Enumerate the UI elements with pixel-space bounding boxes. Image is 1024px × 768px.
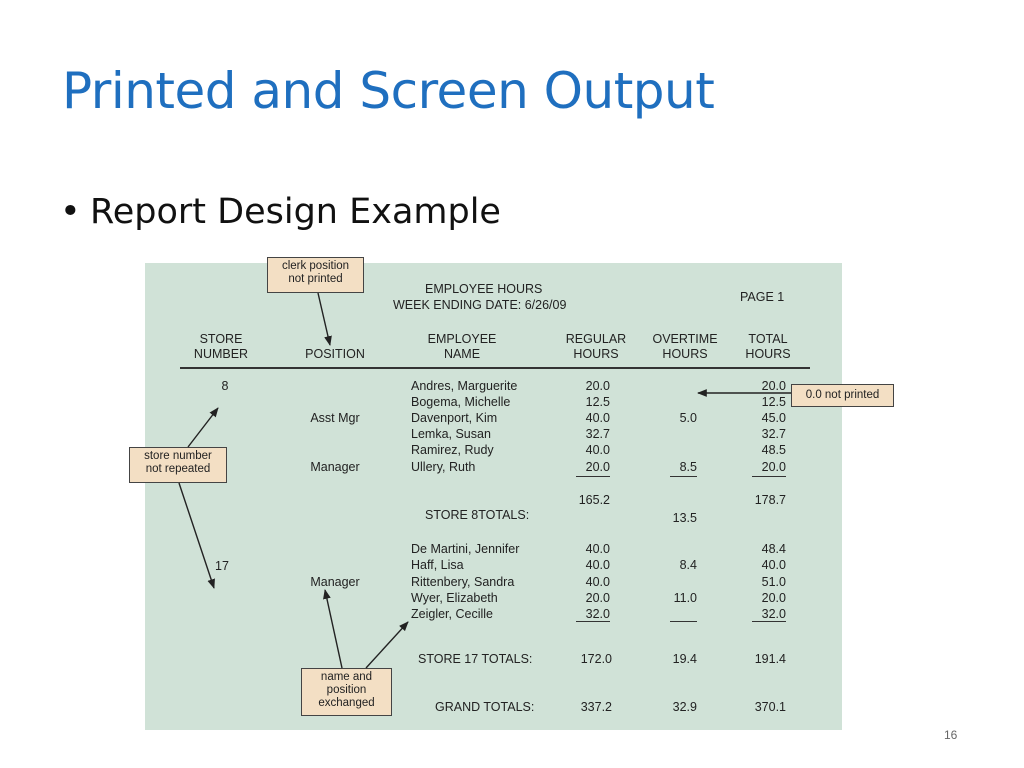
slide-page-number: 16 bbox=[944, 728, 958, 742]
regular-hours: 20.0 bbox=[585, 379, 610, 393]
total-hours: 32.0 bbox=[761, 607, 786, 621]
grand-overtime-total: 32.9 bbox=[672, 700, 697, 714]
regular-hours: 32.0 bbox=[585, 607, 610, 621]
callout-text: clerk position bbox=[281, 260, 350, 272]
col-overtime-header-2: HOURS bbox=[662, 347, 708, 361]
col-total-header-2: HOURS bbox=[745, 347, 791, 361]
callout-text: name and bbox=[320, 671, 373, 683]
overtime-hours: 8.5 bbox=[679, 460, 697, 474]
total-hours: 40.0 bbox=[761, 558, 786, 572]
employee-name: Zeigler, Cecille bbox=[411, 607, 493, 621]
regular-hours: 40.0 bbox=[585, 558, 610, 572]
regular-hours: 40.0 bbox=[585, 443, 610, 457]
total-hours: 48.5 bbox=[761, 443, 786, 457]
col-store-header: STORE bbox=[199, 332, 243, 346]
regular-hours: 20.0 bbox=[585, 460, 610, 474]
underline bbox=[576, 476, 610, 477]
total-hours: 20.0 bbox=[761, 460, 786, 474]
col-store-header-2: NUMBER bbox=[193, 347, 249, 361]
employee-name: De Martini, Jennifer bbox=[411, 542, 520, 556]
slide-title: Printed and Screen Output bbox=[62, 62, 715, 120]
col-name-header: EMPLOYEE bbox=[427, 332, 497, 346]
callout-zero-not-printed: 0.0 not printed bbox=[791, 384, 894, 407]
col-total-header: TOTAL bbox=[748, 332, 788, 346]
store8-regular-total: 165.2 bbox=[578, 493, 610, 507]
employee-name: Rittenbery, Sandra bbox=[411, 575, 515, 589]
regular-hours: 20.0 bbox=[585, 591, 610, 605]
col-name-header-2: NAME bbox=[443, 347, 481, 361]
callout-store-number: store number not repeated bbox=[129, 447, 227, 483]
store-number-8: 8 bbox=[221, 379, 229, 393]
regular-hours: 12.5 bbox=[585, 395, 610, 409]
regular-hours: 40.0 bbox=[585, 575, 610, 589]
header-rule bbox=[180, 367, 810, 369]
underline bbox=[670, 476, 697, 477]
bullet-item: •Report Design Example bbox=[60, 192, 501, 232]
overtime-hours: 5.0 bbox=[679, 411, 697, 425]
employee-name: Wyer, Elizabeth bbox=[411, 591, 498, 605]
underline bbox=[752, 621, 786, 622]
overtime-hours: 11.0 bbox=[673, 591, 697, 605]
employee-name: Bogema, Michelle bbox=[411, 395, 511, 409]
total-hours: 51.0 bbox=[761, 575, 786, 589]
callout-text: store number bbox=[144, 450, 212, 462]
store17-totals-label: STORE 17 TOTALS: bbox=[418, 652, 533, 666]
total-hours: 45.0 bbox=[761, 411, 786, 425]
employee-position: Manager bbox=[310, 460, 360, 474]
employee-position: Asst Mgr bbox=[310, 411, 360, 425]
grand-regular-total: 337.2 bbox=[580, 700, 612, 714]
callout-name-position: name and position exchanged bbox=[301, 668, 392, 716]
underline bbox=[752, 476, 786, 477]
grand-total-total: 370.1 bbox=[754, 700, 786, 714]
report-page-label: PAGE 1 bbox=[740, 290, 785, 304]
store8-totals-label: STORE 8TOTALS: bbox=[425, 508, 530, 522]
underline bbox=[670, 621, 697, 622]
regular-hours: 40.0 bbox=[585, 542, 610, 556]
report-week-ending: WEEK ENDING DATE: 6/26/09 bbox=[393, 298, 567, 312]
callout-text: not repeated bbox=[145, 463, 211, 475]
col-regular-header-2: HOURS bbox=[573, 347, 619, 361]
total-hours: 48.4 bbox=[761, 542, 786, 556]
total-hours: 20.0 bbox=[761, 379, 786, 393]
employee-name: Haff, Lisa bbox=[411, 558, 464, 572]
callout-text: position bbox=[326, 684, 367, 696]
bullet-dot-icon: • bbox=[60, 192, 81, 232]
store8-total-total: 178.7 bbox=[754, 493, 786, 507]
employee-name: Davenport, Kim bbox=[411, 411, 498, 425]
employee-name: Ramirez, Rudy bbox=[411, 443, 494, 457]
store17-regular-total: 172.0 bbox=[580, 652, 612, 666]
total-hours: 32.7 bbox=[761, 427, 786, 441]
total-hours: 20.0 bbox=[761, 591, 786, 605]
bullet-text: Report Design Example bbox=[90, 192, 501, 232]
callout-text: not printed bbox=[288, 273, 343, 285]
overtime-hours: 8.4 bbox=[679, 558, 697, 572]
store-number-17: 17 bbox=[215, 559, 229, 573]
total-hours: 12.5 bbox=[761, 395, 786, 409]
regular-hours: 40.0 bbox=[585, 411, 610, 425]
regular-hours: 32.7 bbox=[585, 427, 610, 441]
employee-name: Andres, Marguerite bbox=[411, 379, 518, 393]
underline bbox=[576, 621, 610, 622]
callout-clerk-position: clerk position not printed bbox=[267, 257, 364, 293]
callout-text: exchanged bbox=[318, 697, 375, 709]
report-heading: EMPLOYEE HOURS bbox=[425, 282, 543, 296]
callout-text: 0.0 not printed bbox=[805, 389, 880, 401]
grand-totals-label: GRAND TOTALS: bbox=[435, 700, 535, 714]
employee-name: Lemka, Susan bbox=[411, 427, 491, 441]
col-regular-header: REGULAR bbox=[565, 332, 627, 346]
store17-overtime-total: 19.4 bbox=[672, 652, 697, 666]
store17-total-total: 191.4 bbox=[754, 652, 786, 666]
col-overtime-header: OVERTIME bbox=[652, 332, 718, 346]
employee-position: Manager bbox=[310, 575, 360, 589]
store8-overtime-total: 13.5 bbox=[672, 511, 697, 525]
col-position-header: POSITION bbox=[305, 347, 365, 361]
report-image: EMPLOYEE HOURS WEEK ENDING DATE: 6/26/09… bbox=[145, 263, 842, 730]
employee-name: Ullery, Ruth bbox=[411, 460, 476, 474]
